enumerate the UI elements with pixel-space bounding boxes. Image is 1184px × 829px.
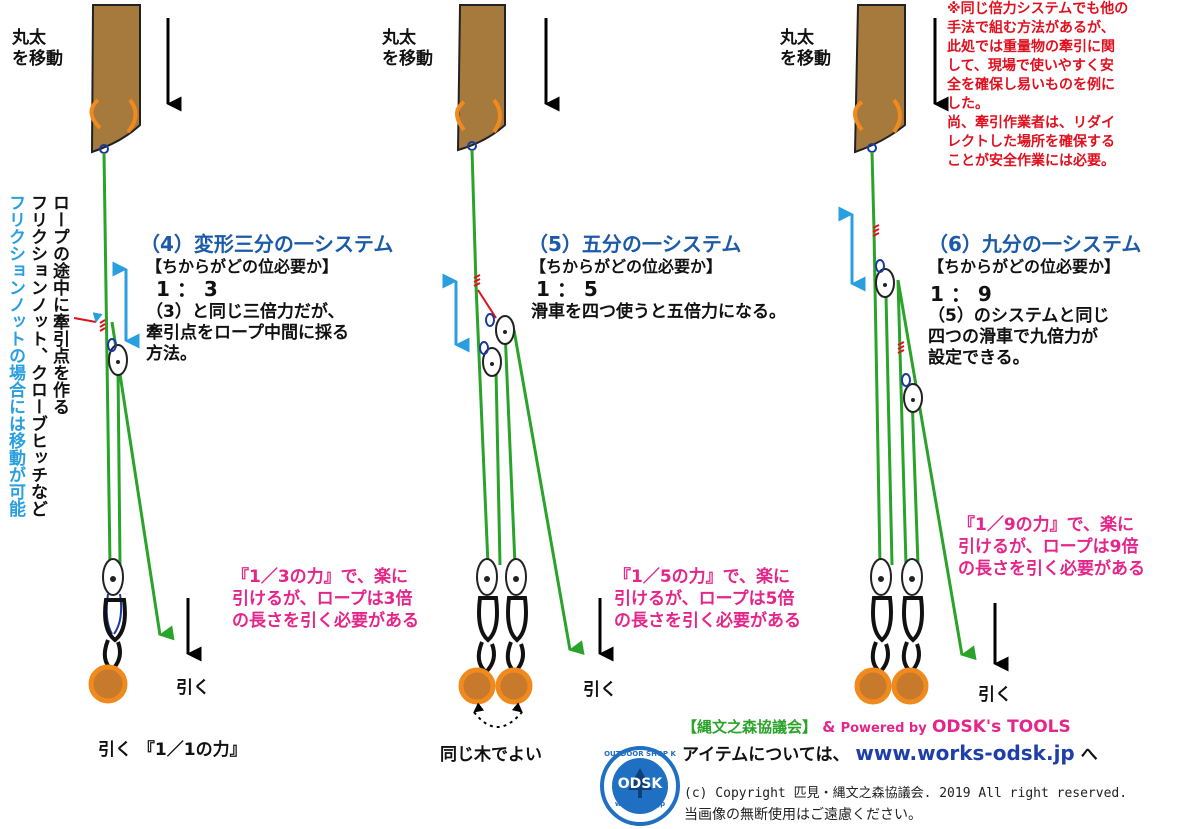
panel-heading: （4）変形三分の一システム: [140, 232, 394, 256]
log-icon: [853, 4, 906, 154]
items-line: アイテムについては、 www.works-odsk.jp へ: [682, 741, 1098, 765]
rope-line: [870, 151, 876, 231]
sling-icon: [455, 98, 502, 134]
rope-line: [884, 294, 894, 566]
tree-ring-icon: [88, 664, 128, 704]
pull-label: 引く: [176, 678, 210, 698]
side-note: ロープの途中に牽引点を作る フリクションノット、クローブヒッチなど フリクション…: [5, 194, 69, 517]
panel-ratio: 1 ： 9: [930, 282, 992, 306]
rope-line: [102, 152, 112, 566]
panel-subheading: 【ちからがどの位必要か】: [146, 257, 339, 276]
sling-icon: [89, 98, 138, 134]
rope-line: [470, 149, 478, 286]
log-icon: [90, 4, 141, 154]
notice-text: 当画像の無断使用はご遠慮ください。: [684, 807, 922, 823]
tree-ring-icon: [458, 667, 496, 705]
dotted-curve-arrow: [473, 702, 523, 728]
panel-description: （3）と同じ三倍力だが、牽引点をロープ中間に採る方法。: [146, 302, 349, 364]
rope-line: [872, 229, 882, 566]
pull-label: 引く: [978, 685, 1012, 705]
odsk-url-link[interactable]: www.works-odsk.jp: [855, 741, 1075, 765]
panel-heading: （6）九分の一システム: [928, 232, 1142, 256]
pull-note: 『1／3の力』で、楽に引けるが、ロープは3倍の長さを引く必要がある: [232, 567, 419, 631]
credit-line: 【縄文之森協議会】 & Powered by ODSK's TOOLS: [682, 717, 1071, 737]
panel-subheading: 【ちからがどの位必要か】: [928, 257, 1121, 276]
rope-line: [910, 394, 920, 566]
rope-line: [896, 279, 908, 566]
pull-note: 『1／9の力』で、楽に引けるが、ロープは9倍の長さを引く必要がある: [958, 515, 1145, 579]
rope-line: [116, 367, 122, 566]
panel-2-graphics: [442, 4, 614, 728]
same-tree-label: 同じ木でよい: [440, 745, 542, 765]
tree-ring-icon: [891, 667, 929, 705]
panel-3-graphics: [838, 4, 1009, 705]
knot-pointer: [73, 312, 103, 323]
log-label: 丸太を移動: [780, 28, 831, 69]
pull-note: 『1／5の力』で、楽に引けるが、ロープは5倍の長さを引く必要がある: [614, 567, 801, 631]
panel-ratio: 1 ： 5: [536, 277, 598, 301]
knot-mark-icon: [872, 224, 880, 237]
rope-line: [474, 284, 490, 566]
rope-pull-line: [896, 279, 977, 661]
tree-ring-icon: [495, 667, 533, 705]
knot-mark-icon: [897, 341, 905, 354]
red-note: ※同じ倍力システムでも他の手法で組む方法があるが、此処では重量物の牽引に関 して…: [947, 1, 1129, 169]
pull-direct-label: 引く 『1／1の力』: [98, 740, 247, 760]
log-label: 丸太を移動: [382, 28, 433, 69]
panel-ratio: 1 ： 3: [156, 277, 218, 301]
panel-1-graphics: [73, 4, 202, 704]
sling-icon: [853, 98, 902, 134]
panel-description: 滑車を四つ使うと五倍力になる。: [531, 302, 786, 322]
rope-pull-line: [512, 329, 585, 656]
panel-heading: （5）五分の一システム: [528, 232, 742, 256]
panel-description: （5）のシステムと同じ四つの滑車で九倍力が設定できる。: [928, 306, 1110, 368]
pull-label: 引く: [583, 680, 617, 700]
knot-mark-icon: [99, 319, 106, 332]
logo-text: OUTDOOR SHOP K ODSK www.odsk.jp: [604, 750, 676, 808]
log-label: 丸太を移動: [12, 28, 63, 69]
panel-subheading: 【ちからがどの位必要か】: [530, 257, 723, 276]
copyright-text: (c) Copyright 匹見・縄文之森協議会. 2019 All right…: [684, 786, 1128, 801]
knot-mark-icon: [473, 274, 481, 287]
rope-line: [503, 329, 517, 566]
log-icon: [456, 4, 506, 152]
odsk-logo: [600, 746, 680, 826]
rope-line: [494, 369, 502, 566]
tree-ring-icon: [854, 667, 892, 705]
